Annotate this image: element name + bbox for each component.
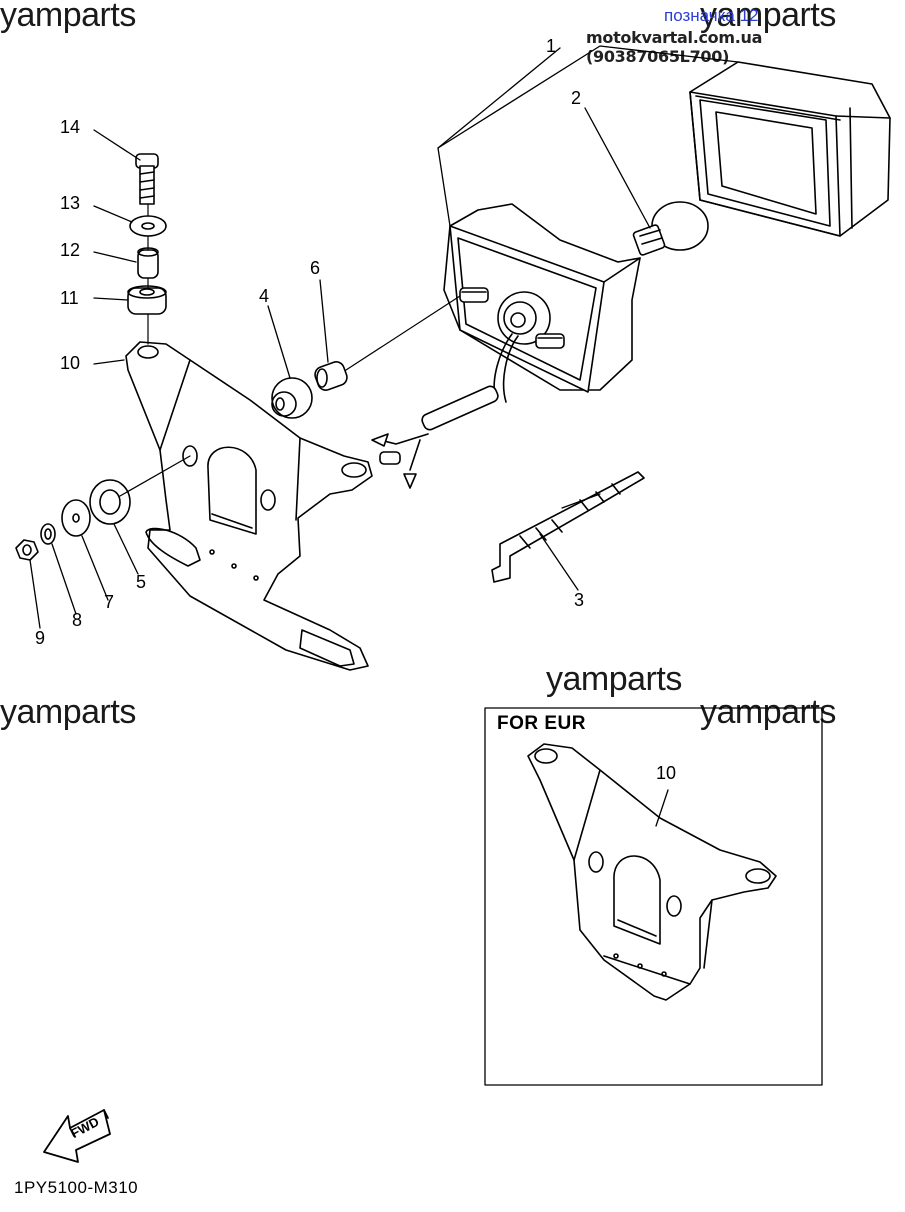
collar-12 xyxy=(137,247,159,279)
callout-11: 11 xyxy=(60,288,79,308)
watermark: yamparts xyxy=(0,0,136,34)
callout-4: 4 xyxy=(259,286,270,306)
assembly-lines xyxy=(119,203,601,509)
watermark: yamparts xyxy=(700,0,836,34)
callout-7: 7 xyxy=(104,592,115,612)
inset-frame xyxy=(484,707,823,1086)
site-reference: motokvartal.com.ua (90387065L700) xyxy=(586,28,763,66)
callout-3: 3 xyxy=(574,590,585,610)
leader-lines xyxy=(29,45,739,629)
watermark: yamparts xyxy=(546,660,682,698)
callout-6: 6 xyxy=(310,258,321,278)
part-badge[interactable]: позначка 12 xyxy=(664,6,759,25)
eur-bracket xyxy=(527,743,777,1001)
watermark: yamparts xyxy=(0,693,136,731)
diagram-code: 1PY5100-M310 xyxy=(14,1178,139,1197)
grommet-11 xyxy=(127,285,167,315)
nut-9 xyxy=(15,539,39,561)
washer-13 xyxy=(129,215,167,237)
washer-7 xyxy=(61,499,91,537)
callout-5: 5 xyxy=(136,572,147,592)
callout-2: 2 xyxy=(571,88,582,108)
watermark: yamparts xyxy=(700,693,836,731)
callout-13: 13 xyxy=(60,193,81,213)
callout-14: 14 xyxy=(60,117,81,137)
cable-tie xyxy=(491,471,645,583)
bolt-14 xyxy=(135,153,159,205)
tail-light-housing xyxy=(371,203,641,489)
lock-washer-8 xyxy=(40,523,56,545)
grommet-5 xyxy=(89,479,131,525)
callout-9: 9 xyxy=(35,628,46,648)
fwd-arrow-icon xyxy=(43,1109,111,1163)
grommet-4 xyxy=(271,377,313,419)
tail-light-lens xyxy=(689,61,891,237)
callout-8: 8 xyxy=(72,610,83,630)
inset-callout-10: 10 xyxy=(656,763,677,783)
callout-1: 1 xyxy=(546,36,557,56)
callout-10: 10 xyxy=(60,353,81,373)
bulb xyxy=(632,201,709,256)
callout-12: 12 xyxy=(60,240,81,260)
license-bracket xyxy=(125,341,373,671)
collar-6 xyxy=(314,361,348,391)
inset-label: FOR EUR xyxy=(497,713,586,734)
